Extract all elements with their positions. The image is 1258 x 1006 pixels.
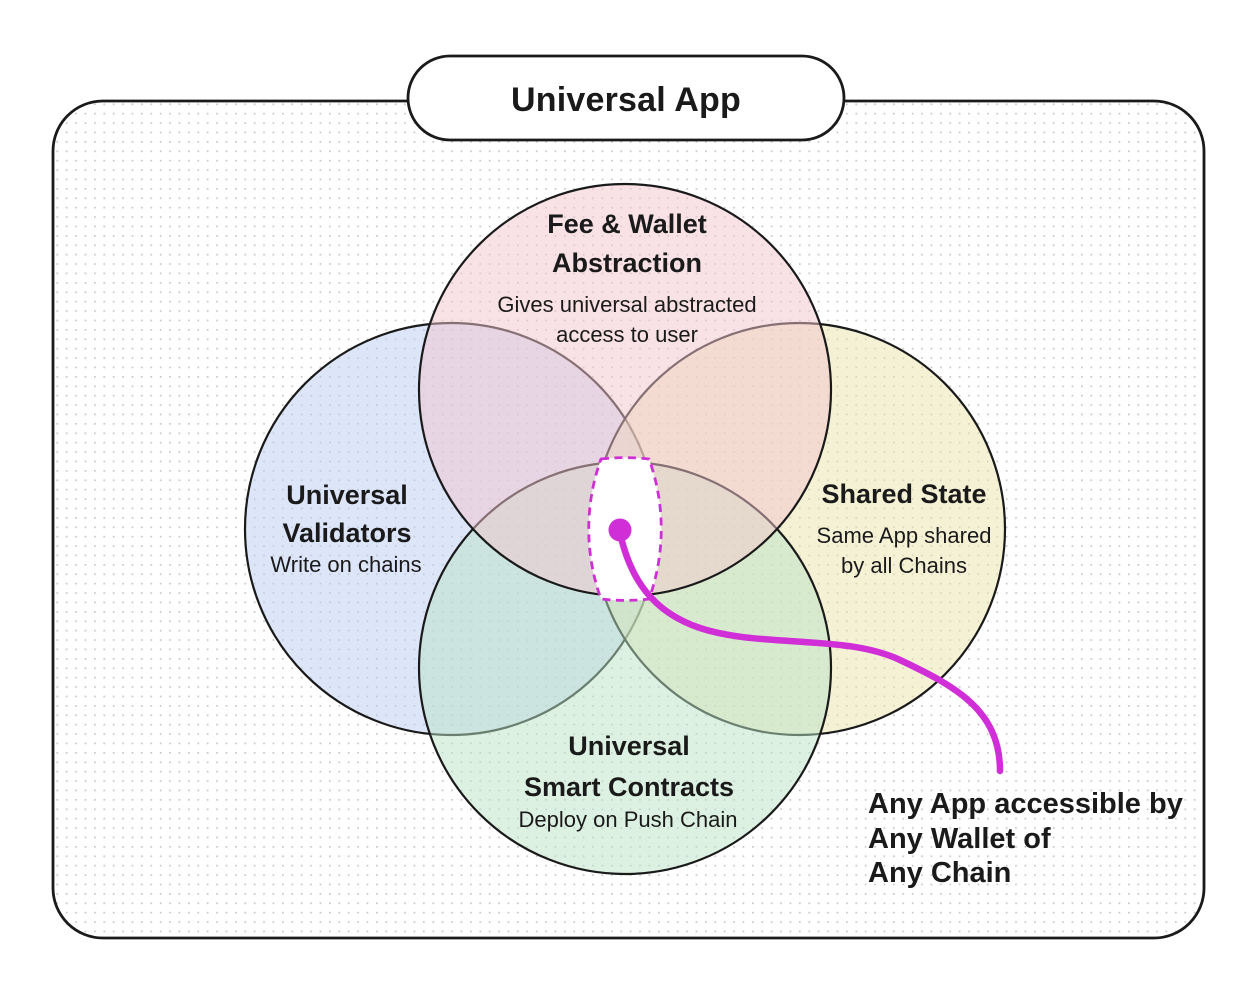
circle-subtitle-line: by all Chains	[841, 553, 967, 578]
circle-title-line: Validators	[282, 518, 411, 548]
circle-title-line: Universal	[286, 480, 408, 510]
label-fee-wallet-abstraction: Fee & Wallet Abstraction Gives universal…	[497, 209, 756, 347]
annotation-text: Any App accessible by Any Wallet of Any …	[868, 788, 1183, 889]
diagram-title: Universal App	[511, 81, 741, 119]
circle-title-line: Smart Contracts	[524, 772, 734, 802]
circle-subtitle-line: access to user	[556, 322, 698, 347]
annotation-line: Any Wallet of	[868, 823, 1051, 855]
label-shared-state: Shared State Same App shared by all Chai…	[817, 479, 992, 578]
circle-title-line: Fee & Wallet	[547, 209, 707, 239]
label-universal-smart-contracts: Universal Smart Contracts Deploy on Push…	[519, 731, 738, 832]
circle-title-line: Universal	[568, 731, 690, 761]
annotation-connector-line	[616, 529, 1004, 775]
title-pill	[406, 54, 846, 142]
circle-subtitle-line: Same App shared	[817, 523, 992, 548]
circle-subtitle-line: Deploy on Push Chain	[519, 807, 738, 832]
center-dot	[608, 518, 632, 542]
label-universal-validators: Universal Validators Write on chains	[270, 480, 421, 577]
circle-subtitle-line: Write on chains	[270, 552, 421, 577]
annotation-line: Any App accessible by	[868, 788, 1183, 820]
annotation-line: Any Chain	[868, 857, 1011, 889]
circle-subtitle-line: Gives universal abstracted	[497, 292, 756, 317]
circle-title-line: Shared State	[821, 479, 986, 509]
circle-title-line: Abstraction	[552, 248, 702, 278]
